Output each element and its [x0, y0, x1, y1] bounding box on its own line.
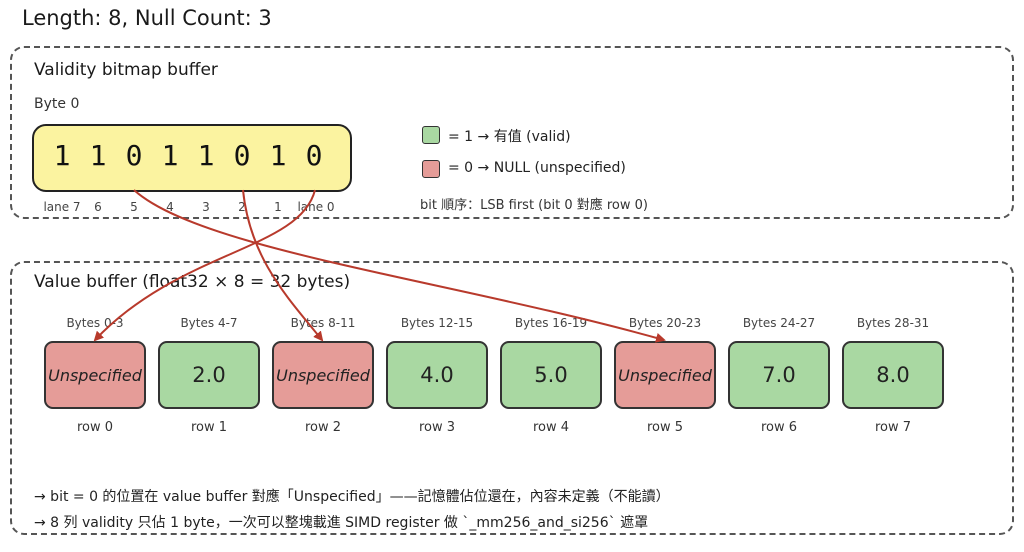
- row-label: row 7: [874, 420, 912, 435]
- byte-label: Byte 0: [34, 96, 80, 112]
- row-label: row 2: [304, 420, 342, 435]
- row-label: row 3: [418, 420, 456, 435]
- row-label: row 6: [760, 420, 798, 435]
- legend-valid-swatch: [422, 126, 440, 144]
- lane-label-7: lane 7: [43, 200, 81, 214]
- bit-lane-0: 0: [305, 139, 323, 172]
- row-label: row 5: [646, 420, 684, 435]
- value-buffer-title: Value buffer (float32 × 8 = 32 bytes): [34, 272, 351, 292]
- value-cell-row-3: 4.0: [386, 341, 488, 409]
- lane-label-0: lane 0: [297, 200, 335, 214]
- row-label: row 0: [76, 420, 114, 435]
- note-null-meaning: → bit = 0 的位置在 value buffer 對應「Unspecifi…: [34, 489, 670, 505]
- byte-range-label: Bytes 28-31: [856, 316, 930, 330]
- byte-range-label: Bytes 12-15: [400, 316, 474, 330]
- byte-range-label: Bytes 8-11: [290, 316, 356, 330]
- value-cell-row-4: 5.0: [500, 341, 602, 409]
- legend-null-swatch: [422, 160, 440, 178]
- bit-lane-2: 0: [233, 139, 251, 172]
- value-cell-row-0: Unspecified: [44, 341, 146, 409]
- byte-range-label: Bytes 24-27: [742, 316, 816, 330]
- bit-lane-5: 0: [125, 139, 143, 172]
- row-label: row 4: [532, 420, 570, 435]
- legend-null-text: = 0 → NULL (unspecified): [448, 160, 626, 176]
- value-cell-row-1: 2.0: [158, 341, 260, 409]
- byte-range-label: Bytes 0-3: [66, 316, 124, 330]
- note-simd: → 8 列 validity 只佔 1 byte，一次可以整塊載進 SIMD r…: [34, 515, 649, 531]
- byte-range-label: Bytes 20-23: [628, 316, 702, 330]
- bit-lane-7: 1: [53, 139, 71, 172]
- validity-bitmap-title: Validity bitmap buffer: [34, 60, 218, 80]
- value-cell-row-5: Unspecified: [614, 341, 716, 409]
- bit-lane-3: 1: [197, 139, 215, 172]
- bit-lane-6: 1: [89, 139, 107, 172]
- byte-range-label: Bytes 4-7: [180, 316, 238, 330]
- value-cell-row-7: 8.0: [842, 341, 944, 409]
- diagram-title: Length: 8, Null Count: 3: [22, 6, 272, 30]
- bit-order-note: bit 順序：LSB first (bit 0 對應 row 0): [420, 198, 648, 213]
- bit-lane-1: 1: [269, 139, 287, 172]
- value-cell-row-6: 7.0: [728, 341, 830, 409]
- byte-range-label: Bytes 16-19: [514, 316, 588, 330]
- bit-lane-4: 1: [161, 139, 179, 172]
- legend-valid-text: = 1 → 有值 (valid): [448, 129, 571, 145]
- value-cell-row-2: Unspecified: [272, 341, 374, 409]
- row-label: row 1: [190, 420, 228, 435]
